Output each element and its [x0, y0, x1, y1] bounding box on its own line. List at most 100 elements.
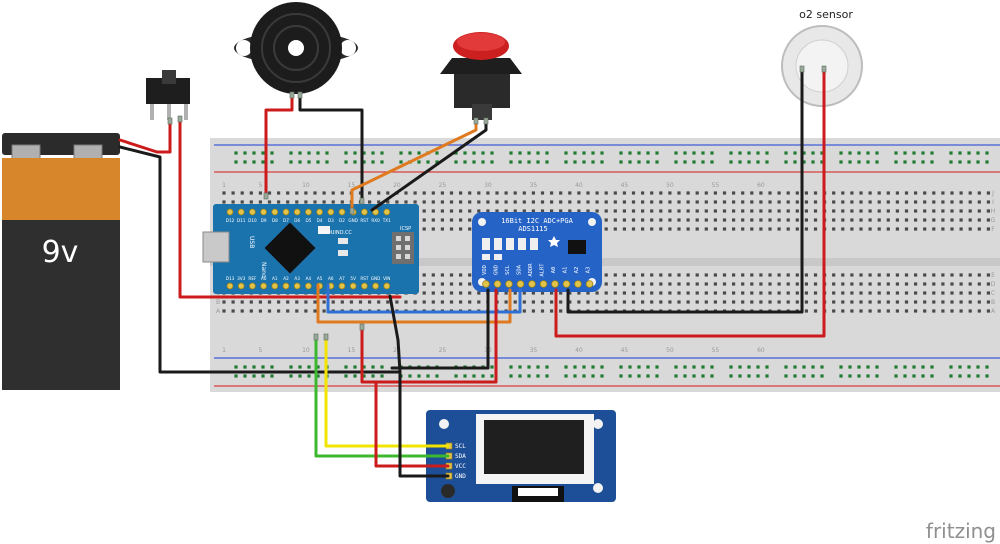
breadboard-hole [759, 273, 763, 277]
breadboard-hole [459, 218, 463, 222]
nano-pin-label: 5V [350, 276, 356, 281]
breadboard-rail-hole [234, 374, 238, 378]
breadboard-hole [513, 291, 517, 295]
fritzing-watermark: fritzing [926, 519, 996, 543]
breadboard-hole [923, 209, 927, 213]
breadboard-hole [431, 218, 435, 222]
breadboard-rail-hole [582, 160, 586, 164]
breadboard-hole [650, 218, 654, 222]
ads-capacitor [482, 254, 490, 260]
breadboard-rail-hole [252, 365, 256, 369]
breadboard-hole [568, 200, 572, 204]
nano-icsp-header [392, 232, 414, 264]
breadboard-rail-hole [985, 374, 989, 378]
breadboard-rail-hole [307, 160, 311, 164]
breadboard-rail-hole [298, 365, 302, 369]
ads-mount-hole-tl [478, 218, 486, 226]
breadboard-hole [531, 291, 535, 295]
breadboard-rail-hole [353, 374, 357, 378]
breadboard-hole [595, 200, 599, 204]
breadboard-hole [968, 282, 972, 286]
breadboard-rail-hole [701, 374, 705, 378]
breadboard-rail-hole [261, 365, 265, 369]
breadboard-rail-hole [729, 160, 733, 164]
breadboard-hole [959, 291, 963, 295]
breadboard-rail-hole [509, 160, 513, 164]
breadboard-rail-hole [701, 365, 705, 369]
breadboard-row-letter: A [991, 308, 996, 315]
breadboard-hole [459, 209, 463, 213]
breadboard-row-letter: B [216, 299, 220, 306]
breadboard-hole [968, 300, 972, 304]
breadboard-rail-hole [683, 374, 687, 378]
wire-nano-gnd-rail [388, 294, 402, 374]
breadboard-hole [295, 309, 299, 313]
breadboard-col-number-bottom: 50 [666, 347, 674, 354]
breadboard-hole [977, 282, 981, 286]
breadboard-hole [732, 191, 736, 195]
switch-pin-1 [150, 104, 154, 120]
breadboard-hole [804, 291, 808, 295]
breadboard-hole [841, 309, 845, 313]
breadboard-hole [877, 291, 881, 295]
breadboard-rail-hole [765, 151, 769, 155]
breadboard-hole [741, 218, 745, 222]
breadboard-rail-hole [802, 365, 806, 369]
breadboard-hole [641, 300, 645, 304]
breadboard-hole [704, 291, 708, 295]
nano-pin-label: D5 [305, 218, 311, 223]
wire-ads-sda [326, 283, 522, 314]
breadboard-rail-hole [930, 151, 934, 155]
breadboard-col-number-bottom: 55 [712, 347, 720, 354]
breadboard-hole [813, 291, 818, 295]
breadboard-hole [258, 191, 262, 195]
breadboard-hole [932, 191, 936, 195]
icsp-pin [405, 236, 410, 241]
nano-pin-label: RST [360, 218, 369, 223]
breadboard-rail-hole [848, 160, 852, 164]
breadboard-rail-hole [912, 374, 916, 378]
breadboard-hole [422, 291, 426, 295]
breadboard-hole [613, 227, 617, 231]
breadboard-hole [422, 300, 426, 304]
breadboard-hole [686, 209, 690, 213]
breadboard-rail-hole [875, 151, 879, 155]
breadboard-hole [304, 200, 308, 204]
wire-oled-vcc [374, 380, 450, 468]
breadboard-hole [313, 200, 317, 204]
breadboard-hole [222, 300, 226, 304]
breadboard-hole [231, 200, 235, 204]
breadboard-hole [859, 300, 863, 304]
breadboard-hole [641, 282, 645, 286]
breadboard-hole [768, 191, 772, 195]
breadboard-hole [631, 291, 636, 295]
breadboard-hole [595, 191, 599, 195]
breadboard-hole [950, 309, 954, 313]
breadboard-hole [449, 191, 454, 195]
breadboard-hole [923, 282, 927, 286]
breadboard-hole [959, 191, 963, 195]
breadboard-hole [358, 300, 363, 304]
breadboard-hole [368, 191, 372, 195]
switch-lever [162, 70, 176, 84]
nano-pin-d8 [271, 208, 279, 216]
breadboard-hole [886, 191, 890, 195]
ads-pin-label: ALRT [540, 263, 546, 277]
ads-pin-a2 [574, 280, 582, 288]
breadboard-hole [923, 218, 927, 222]
breadboard-hole [704, 191, 708, 195]
breadboard-col-number-top: 30 [484, 182, 492, 189]
breadboard-hole [440, 300, 444, 304]
icsp-pin [396, 245, 401, 250]
breadboard-rail-hole [729, 365, 733, 369]
breadboard-hole [859, 209, 863, 213]
breadboard-hole [613, 282, 617, 286]
ads-pin-alrt [539, 280, 548, 288]
breadboard-hole [786, 209, 790, 213]
breadboard-hole [859, 227, 863, 231]
wire-end-terminal [177, 115, 183, 123]
button-base [440, 58, 522, 74]
breadboard-hole [459, 200, 463, 204]
breadboard-hole [841, 218, 845, 222]
wire-end-terminal [263, 192, 269, 200]
